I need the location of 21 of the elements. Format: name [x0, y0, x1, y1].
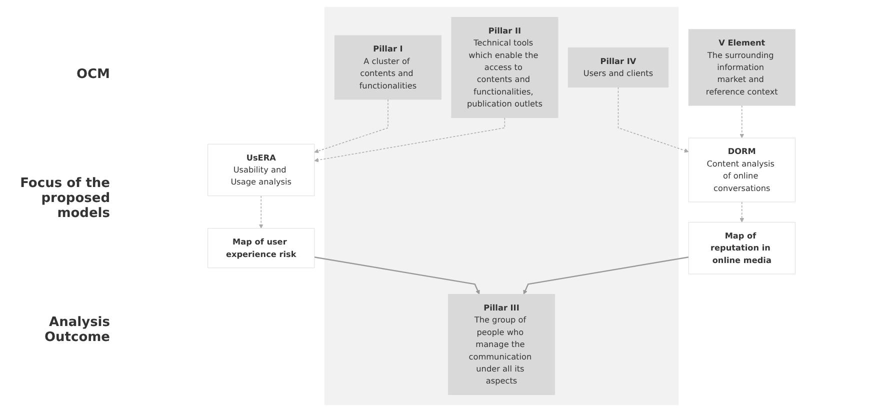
- arrow: [740, 202, 744, 222]
- node-box: Map of reputation in online media: [688, 222, 796, 274]
- node-box: Pillar III The group of people who manage the communication under all its aspects: [448, 294, 556, 396]
- node-box: V Element The surrounding information market and reference context: [688, 29, 796, 106]
- arrow: [523, 256, 689, 294]
- node-box: DORM Content analysis of online conversations: [688, 138, 796, 202]
- row-label: Focus of the proposed models: [19, 176, 111, 221]
- row-label: OCM: [75, 67, 111, 82]
- arrow: [740, 105, 744, 138]
- arrow: [258, 195, 264, 229]
- arrow: [314, 256, 480, 294]
- node-box: UsERA Usability and Usage analysis: [208, 144, 315, 196]
- node-box: Pillar II Technical tools which enable the access to contents and functionalities, publication outlets: [451, 16, 558, 118]
- node-box: Map of user experience risk: [208, 228, 315, 268]
- arrow: [314, 99, 388, 154]
- row-label: Analysis Outcome: [43, 315, 111, 345]
- arrow: [314, 117, 506, 162]
- node-box: Pillar I A cluster of contents and functionalities: [334, 35, 442, 100]
- arrow: [618, 86, 689, 153]
- cluster: [324, 6, 679, 406]
- node-box: Pillar IV Users and clients: [568, 47, 669, 88]
